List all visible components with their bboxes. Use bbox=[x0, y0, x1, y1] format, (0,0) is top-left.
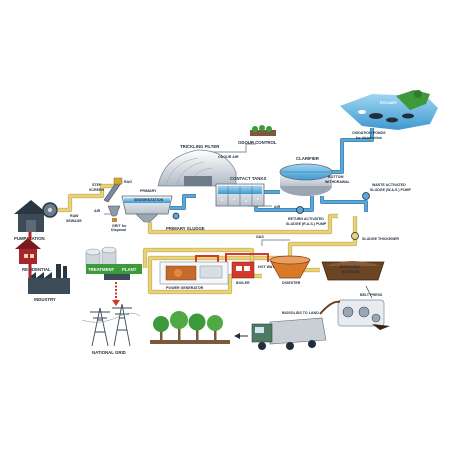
grit-removal: AIR GRIT for Disposal bbox=[94, 205, 127, 232]
estuary-label: ESTUARY bbox=[380, 101, 398, 105]
contact-tanks: CONTACT TANKS AIR bbox=[215, 176, 281, 209]
sludge-thickener-label: SLUDGE THICKENER bbox=[362, 237, 399, 241]
trickling-filter-label: TRICKLING FILTER bbox=[180, 144, 220, 149]
national-grid: NATIONAL GRID bbox=[81, 300, 141, 355]
rag-label: RAG bbox=[124, 180, 132, 184]
biosolids-storage-label-1: BIOSOLIDS bbox=[340, 265, 360, 269]
treatment-plant-label-1: TREATMENT bbox=[88, 267, 115, 272]
step-screen-label-2: SCREEN bbox=[89, 188, 104, 192]
pumpstation: PUMPSTATION bbox=[14, 200, 58, 241]
boiler-label: BOILER bbox=[236, 281, 250, 285]
grit-label-1: GRIT for bbox=[112, 224, 127, 228]
treatment-plant-label-2: PLANT bbox=[122, 267, 137, 272]
belt-press-label: BELT PRESS bbox=[360, 293, 383, 297]
odour-air-label: ODOUR AIR bbox=[218, 155, 239, 159]
rag-bin: RAG bbox=[113, 177, 132, 185]
biosolids-storage: BIOSOLIDS STORAGE bbox=[321, 261, 385, 281]
biosolids-storage-label-2: STORAGE bbox=[342, 270, 360, 274]
residential-label: RESIDENTIAL bbox=[22, 267, 51, 272]
oxidation-ponds-label-1: OXIDATION PONDS bbox=[352, 131, 386, 135]
step-screen-label-1: STEP bbox=[92, 183, 102, 187]
land-trees bbox=[150, 311, 230, 344]
boiler: BOILER bbox=[231, 261, 255, 285]
primary-sludge-label: PRIMARY SLUDGE bbox=[166, 226, 205, 231]
return-activated-label-2: SLUDGE (R.A.S.) PUMP bbox=[286, 222, 327, 226]
oxidation-ponds-label-2: for disinfection bbox=[356, 136, 382, 140]
power-generator: POWER GENERATOR bbox=[159, 261, 229, 290]
bottom-withdrawal-label-1: BOTTOM bbox=[328, 175, 344, 179]
primary-sedimentation-tank: PRIMARY SEDIMENTATION bbox=[121, 189, 173, 223]
digester-label: DIGESTER bbox=[282, 281, 301, 285]
belt-press: BELT PRESS bbox=[337, 285, 390, 330]
national-grid-label: NATIONAL GRID bbox=[92, 350, 126, 355]
odour-control-label: ODOUR CONTROL bbox=[238, 140, 277, 145]
return-activated-label-1: RETURN ACTIVATED bbox=[288, 217, 324, 221]
industry: INDUSTRY bbox=[28, 264, 70, 302]
raw-sewage-label-2: SEWAGE bbox=[66, 219, 82, 223]
residential: RESIDENTIAL bbox=[15, 232, 51, 272]
power-generator-label: POWER GENERATOR bbox=[166, 286, 204, 290]
raw-sewage: RAW SEWAGE bbox=[66, 214, 82, 223]
clarifier-label: CLARIFIER bbox=[296, 156, 320, 161]
biosolids-to-land-label: BIOSOLIDS TO LAND bbox=[282, 311, 319, 315]
raw-sewage-label-1: RAW bbox=[70, 214, 79, 218]
sludge-thickener: SLUDGE THICKENER bbox=[351, 232, 399, 241]
primary-sedimentation-label-1: PRIMARY bbox=[140, 189, 157, 193]
waste-activated-label-2: SLUDGE (W.A.S.) PUMP bbox=[370, 188, 412, 192]
primary-pump-icon bbox=[172, 212, 180, 220]
treatment-plant: TREATMENT PLANT bbox=[85, 246, 142, 280]
estuary: ESTUARY OXIDATION PONDS for disinfection bbox=[340, 90, 438, 140]
return-activated-sludge-pump: RETURN ACTIVATED SLUDGE (R.A.S.) PUMP bbox=[286, 206, 327, 226]
arrow-head-icon bbox=[234, 333, 240, 339]
air-contact-label: AIR bbox=[274, 205, 281, 209]
digester: DIGESTER bbox=[269, 255, 311, 285]
waste-activated-label-1: WASTE ACTIVATED bbox=[372, 183, 406, 187]
hot-water-label: HOT WATER bbox=[258, 265, 280, 269]
primary-sedimentation-label-2: SEDIMENTATION bbox=[134, 198, 164, 202]
bottom-withdrawal-label-2: WITHDRAWAL bbox=[325, 180, 351, 184]
industry-label: INDUSTRY bbox=[34, 297, 56, 302]
gas-label: GAS bbox=[256, 235, 264, 239]
grit-label-2: Disposal bbox=[111, 228, 126, 232]
odour-control: ODOUR CONTROL ODOUR AIR bbox=[218, 125, 277, 159]
contact-tanks-label: CONTACT TANKS bbox=[230, 176, 266, 181]
biosolids-truck: BIOSOLIDS TO LAND bbox=[251, 300, 341, 350]
clarifier: CLARIFIER BOTTOM WITHDRAWAL bbox=[279, 156, 351, 196]
trickling-filter: TRICKLING FILTER bbox=[157, 144, 237, 187]
air-grit-label: AIR bbox=[94, 209, 101, 213]
waste-activated-sludge-pump: WASTE ACTIVATED SLUDGE (W.A.S.) PUMP bbox=[362, 183, 412, 200]
